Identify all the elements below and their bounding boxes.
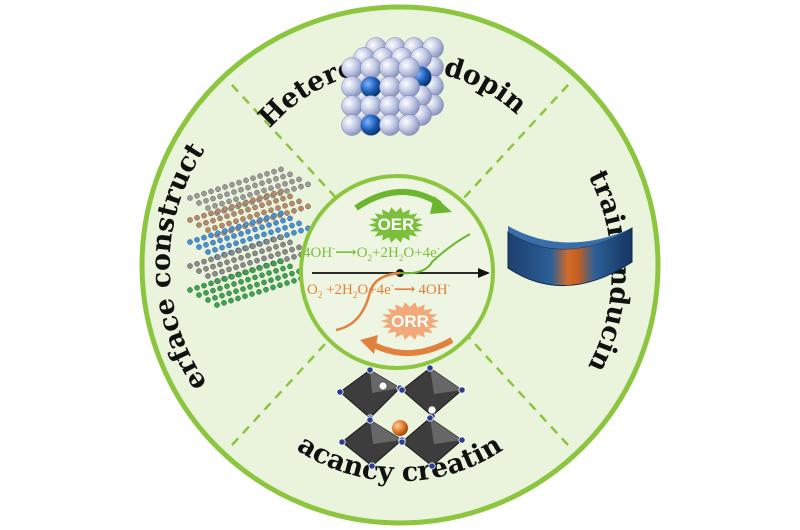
orr-curve bbox=[335, 271, 401, 332]
strained-sheet-illustration bbox=[507, 226, 633, 286]
section-label-left: Interface constructing bbox=[0, 0, 213, 397]
orr-badge-label: ORR bbox=[391, 312, 429, 331]
orr-badge: ORR bbox=[380, 302, 440, 340]
layered-interface-illustration bbox=[187, 166, 311, 308]
oer-equation: 4OH-⟶O2+2H2O+4e- bbox=[303, 243, 440, 263]
oer-badge-label: OER bbox=[378, 215, 415, 234]
heteroatom-cube-illustration bbox=[341, 37, 444, 136]
section-dividers bbox=[231, 84, 569, 446]
oer-badge: OER bbox=[368, 207, 424, 243]
orr-cycle-arrow bbox=[360, 335, 454, 356]
perovskite-vacancy-illustration bbox=[336, 364, 466, 470]
oer-cycle-arrow bbox=[354, 189, 452, 214]
orr-equation: O2 +2H2O+4e-⟶4OH- bbox=[307, 280, 451, 300]
oer-curve bbox=[399, 233, 471, 275]
